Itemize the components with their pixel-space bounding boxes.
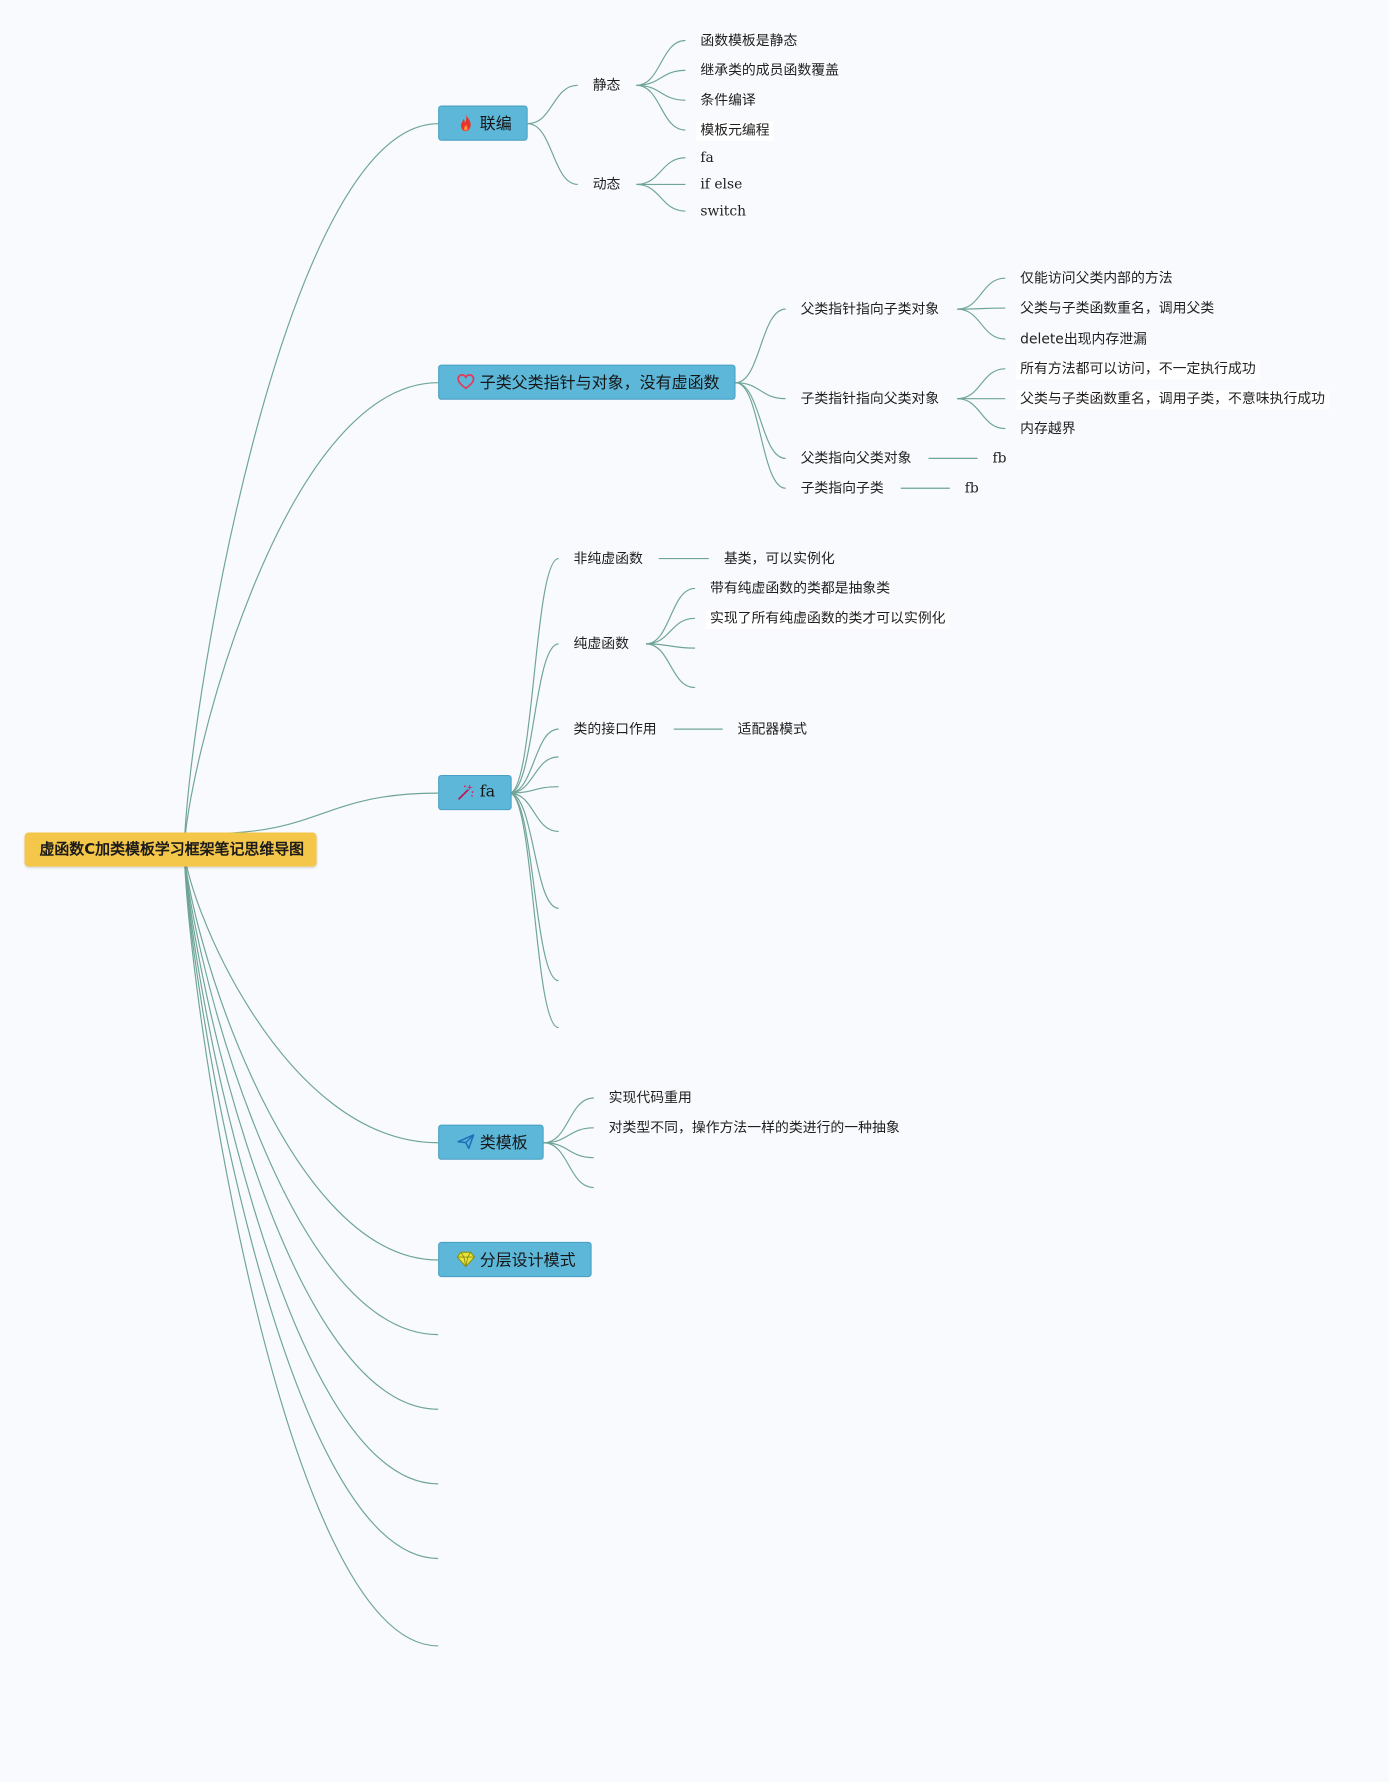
connector-line (509, 792, 559, 909)
topic-detail[interactable]: 内存越界 (1020, 421, 1076, 438)
connector-line (645, 643, 696, 689)
topic-detail[interactable]: 实现代码重用 (608, 1090, 692, 1107)
topic-child-ptr-parent-obj[interactable]: 子类指针指向父类对象 (800, 391, 940, 408)
root-connector (183, 849, 439, 1410)
root-connector (207, 792, 439, 835)
topic-detail[interactable]: fb (992, 450, 1007, 467)
topic-dynamic-item[interactable]: switch (700, 203, 747, 220)
topic-detail[interactable]: 对类型不同，操作方法一样的类进行的一种抽象 (608, 1120, 900, 1137)
connector-line (957, 308, 1006, 340)
topic-detail[interactable]: delete出现内存泄漏 (1020, 331, 1147, 348)
connector-line (957, 368, 1006, 400)
connector-line (509, 557, 559, 794)
connector-line (527, 84, 578, 125)
topic-parent-ptr-child-obj[interactable]: 父类指针指向子类对象 (800, 301, 940, 318)
connector-line (636, 84, 686, 131)
connector-line (645, 587, 696, 645)
connector-line (735, 382, 786, 489)
heart-icon (456, 372, 475, 391)
connector-line (527, 123, 578, 186)
branch-class-template[interactable]: 类模板 (438, 1124, 544, 1160)
root-connector (183, 382, 439, 850)
connector-line (509, 792, 559, 982)
connector-line (509, 728, 559, 794)
branch-linking[interactable]: 联编 (438, 105, 528, 141)
topic-static-item[interactable]: 条件编译 (700, 92, 756, 109)
connector-line (735, 382, 786, 459)
topic-static[interactable]: 静态 (592, 77, 621, 94)
topic-pure-virtual[interactable]: 纯虚函数 (573, 636, 629, 653)
paper-plane-icon (456, 1132, 475, 1151)
topic-interface[interactable]: 类的接口作用 (573, 721, 657, 738)
topic-non-pure-virtual[interactable]: 非纯虚函数 (573, 551, 643, 568)
branch-label: 子类父类指针与对象，没有虚函数 (479, 373, 720, 393)
connector-line (957, 398, 1006, 430)
connector-line (509, 756, 559, 794)
topic-detail[interactable]: 父类与子类函数重名，调用父类 (1020, 300, 1215, 317)
connector-line (636, 183, 686, 212)
connector-line (509, 786, 559, 794)
magic-wand-icon (456, 782, 475, 801)
connector-line (509, 792, 559, 1029)
diamond-icon (456, 1249, 476, 1268)
topic-dynamic[interactable]: 动态 (592, 176, 621, 193)
branch-pointer-object[interactable]: 子类父类指针与对象，没有虚函数 (438, 364, 736, 400)
connector-line (636, 39, 686, 86)
connector-line (509, 792, 559, 833)
connector-line (645, 643, 696, 649)
topic-dynamic-item[interactable]: fa (700, 150, 714, 167)
connector-line (735, 382, 786, 400)
root-connector (183, 123, 439, 850)
root-connector (183, 849, 439, 1647)
connector-line (636, 84, 686, 101)
connector-line (735, 308, 786, 384)
branch-label: 类模板 (479, 1133, 528, 1153)
connector-line (543, 1142, 594, 1189)
topic-detail[interactable]: fb (964, 480, 979, 497)
root-connector (183, 849, 439, 1485)
branch-label: 联编 (479, 114, 512, 134)
connector-line (543, 1142, 594, 1159)
branch-fa[interactable]: fa (438, 774, 512, 811)
topic-child-to-child[interactable]: 子类指向子类 (800, 480, 884, 497)
topic-detail[interactable]: 所有方法都可以访问，不一定执行成功 (1015, 360, 1261, 380)
fire-icon (456, 113, 475, 132)
topic-parent-to-parent[interactable]: 父类指向父类对象 (800, 450, 912, 467)
connector-line (509, 643, 559, 794)
branch-label: 分层设计模式 (479, 1250, 576, 1270)
topic-detail[interactable]: 带有纯虚函数的类都是抽象类 (709, 580, 891, 597)
connector-line (636, 69, 686, 86)
root-connector (183, 849, 439, 1144)
topic-static-item[interactable]: 函数模板是静态 (700, 33, 798, 50)
branch-label: fa (479, 781, 496, 801)
topic-static-item[interactable]: 模板元编程 (696, 121, 774, 141)
connector-line (636, 157, 686, 186)
topic-detail[interactable]: 适配器模式 (737, 721, 807, 738)
root-label: 虚函数C加类模板学习框架笔记思维导图 (39, 841, 305, 859)
branch-layered-design[interactable]: 分层设计模式 (438, 1241, 592, 1278)
topic-detail[interactable]: 父类与子类函数重名，调用子类，不意味执行成功 (1015, 390, 1330, 410)
root-connector (183, 849, 439, 1560)
connector-line (543, 1097, 594, 1144)
root-connector (183, 849, 439, 1261)
connector-line (543, 1127, 594, 1144)
connector-line (957, 277, 1006, 310)
topic-detail[interactable]: 仅能访问父类内部的方法 (1020, 270, 1173, 287)
topic-dynamic-item[interactable]: if else (700, 176, 743, 193)
topic-detail[interactable]: 实现了所有纯虚函数的类才可以实例化 (705, 609, 950, 629)
connector-line (645, 617, 696, 645)
root-node[interactable]: 虚函数C加类模板学习框架笔记思维导图 (24, 832, 317, 867)
topic-static-item[interactable]: 继承类的成员函数覆盖 (700, 62, 839, 79)
root-connector (183, 849, 439, 1336)
topic-detail[interactable]: 基类，可以实例化 (723, 551, 835, 568)
